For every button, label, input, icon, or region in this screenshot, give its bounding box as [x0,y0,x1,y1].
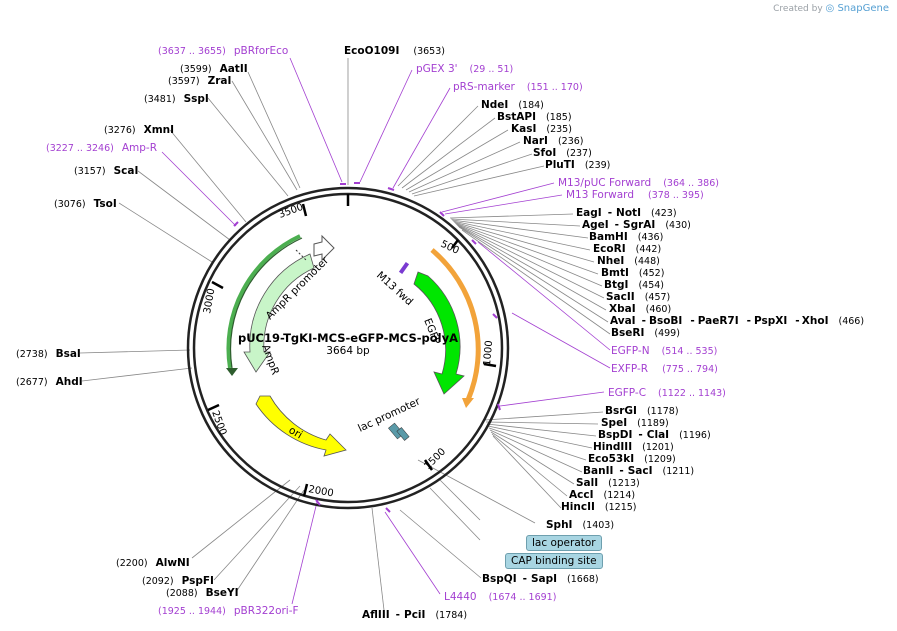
label-zrai[interactable]: (3597)ZraI [168,75,231,87]
label-sspi[interactable]: (3481)SspI [144,93,209,105]
label-bamhi[interactable]: BamHI(436) [589,231,663,243]
ampr-dark-arrowhead [226,368,238,376]
plasmid-name: pUC19-TgKI-MCS-eGFP-MCS-polyA [238,331,458,345]
label-nari[interactable]: NarI(236) [523,135,584,147]
label-bsrgi[interactable]: BsrGI(1178) [605,405,679,417]
label-btgi[interactable]: BtgI(454) [604,279,664,291]
label-eco53ki[interactable]: Eco53kI(1209) [588,453,676,465]
label-pgex3[interactable]: pGEX 3'(29 .. 51) [416,63,513,75]
label-hindiii[interactable]: HindIII(1201) [593,441,674,453]
m13fwd-label: M13 fwd [374,269,415,308]
snapgene-brand: Created by ◎ SnapGene [773,3,889,14]
label-afliii[interactable]: AflIII-PciI(1784) [362,609,467,621]
label-pbr322[interactable]: (1925 .. 1944)pBR322ori-F [158,605,299,617]
label-sacii[interactable]: SacII(457) [606,291,670,303]
plasmid-length: 3664 bp [326,345,370,357]
label-bspdi[interactable]: BspDI-ClaI(1196) [598,429,711,441]
label-ahdi[interactable]: (2677)AhdI [16,376,83,388]
label-bstapi[interactable]: BstAPI(185) [497,111,572,123]
label-prs[interactable]: pRS-marker(151 .. 170) [453,81,583,93]
label-alwni[interactable]: (2200)AlwNI [116,557,190,569]
label-tsoi[interactable]: (3076)TsoI [54,198,117,210]
label-bseri[interactable]: BseRI(499) [611,327,680,339]
label-kasi[interactable]: KasI(235) [511,123,572,135]
brand-prefix: Created by [773,4,823,14]
cap-binding-site-badge[interactable]: CAP binding site [505,553,603,569]
label-banii[interactable]: BanII-SacI(1211) [583,465,694,477]
egfp-outer-arrowhead [462,398,474,408]
label-m13puc[interactable]: M13/pUC Forward(364 .. 386) [558,177,719,189]
m13-fwd-mark [398,261,410,275]
ori-arrow[interactable] [255,395,347,457]
label-avai[interactable]: AvaI-BsoBI-PaeR7I-PspXI-XhoI(466) [610,315,864,327]
connector-lines [79,58,611,611]
egfp-outer-arc [430,248,481,401]
tick-1000: 1000 [482,340,495,366]
ampr-dark-arc-line [229,237,303,369]
label-ecoo109i[interactable]: EcoO109I(3653) [344,45,445,57]
primer-connector-lines [161,57,611,605]
label-bsai[interactable]: (2738)BsaI [16,348,81,360]
ampr-promoter-arrow[interactable] [313,234,335,262]
label-pluti[interactable]: PluTI(239) [545,159,610,171]
label-acci[interactable]: AccI(1214) [569,489,635,501]
label-ampr-primer[interactable]: (3227 .. 3246)Amp-R [46,142,157,154]
label-spei[interactable]: SpeI(1189) [601,417,669,429]
label-bmti[interactable]: BmtI(452) [601,267,664,279]
tick-2000: 2000 [307,484,334,499]
primer-marks [233,182,501,513]
tick-3500: 3500 [277,202,305,221]
label-bspqi[interactable]: BspQI-SapI(1668) [482,573,599,585]
position-ticks [207,194,497,497]
label-egfpn[interactable]: EGFP-N(514 .. 535) [611,345,717,357]
snapgene-logo: ◎ SnapGene [825,3,889,14]
label-aatii[interactable]: (3599)AatII [180,63,248,75]
label-sphi[interactable]: SphI(1403) [546,519,614,531]
label-nhei[interactable]: NheI(448) [597,255,660,267]
label-sali[interactable]: SalI(1213) [576,477,640,489]
ampr-dark-arc [226,234,301,369]
label-egfpc[interactable]: EGFP-C(1122 .. 1143) [608,387,726,399]
label-l4440[interactable]: L4440(1674 .. 1691) [444,591,556,603]
ori-label: ori [287,424,305,441]
lac-promoter-mark-2 [396,427,410,441]
label-sfoi[interactable]: SfoI(237) [533,147,592,159]
label-bseyi[interactable]: (2088)BseYI [166,587,238,599]
label-ndei[interactable]: NdeI(184) [481,99,544,111]
label-exfpr[interactable]: EXFP-R(775 .. 794) [611,363,718,375]
label-pbrforeco[interactable]: (3637 .. 3655)pBRforEco [158,45,288,57]
egfp-arrow[interactable] [413,271,465,395]
brand-name: SnapGene [837,3,889,14]
label-xbai[interactable]: XbaI(460) [609,303,671,315]
label-agei[interactable]: AgeI-SgrAI(430) [582,219,691,231]
ampr-arrow[interactable] [243,253,315,373]
label-pspfi[interactable]: (2092)PspFI [142,575,214,587]
label-scai[interactable]: (3157)ScaI [74,165,138,177]
label-m13f[interactable]: M13 Forward(378 .. 395) [566,189,704,201]
label-xmni[interactable]: (3276)XmnI [104,124,174,136]
lac-operator-badge[interactable]: lac operator [526,535,602,551]
label-hincii[interactable]: HincII(1215) [561,501,637,513]
label-eagi[interactable]: EagI-NotI(423) [576,207,677,219]
label-ecori[interactable]: EcoRI(442) [593,243,661,255]
tick-3000: 3000 [202,288,217,315]
